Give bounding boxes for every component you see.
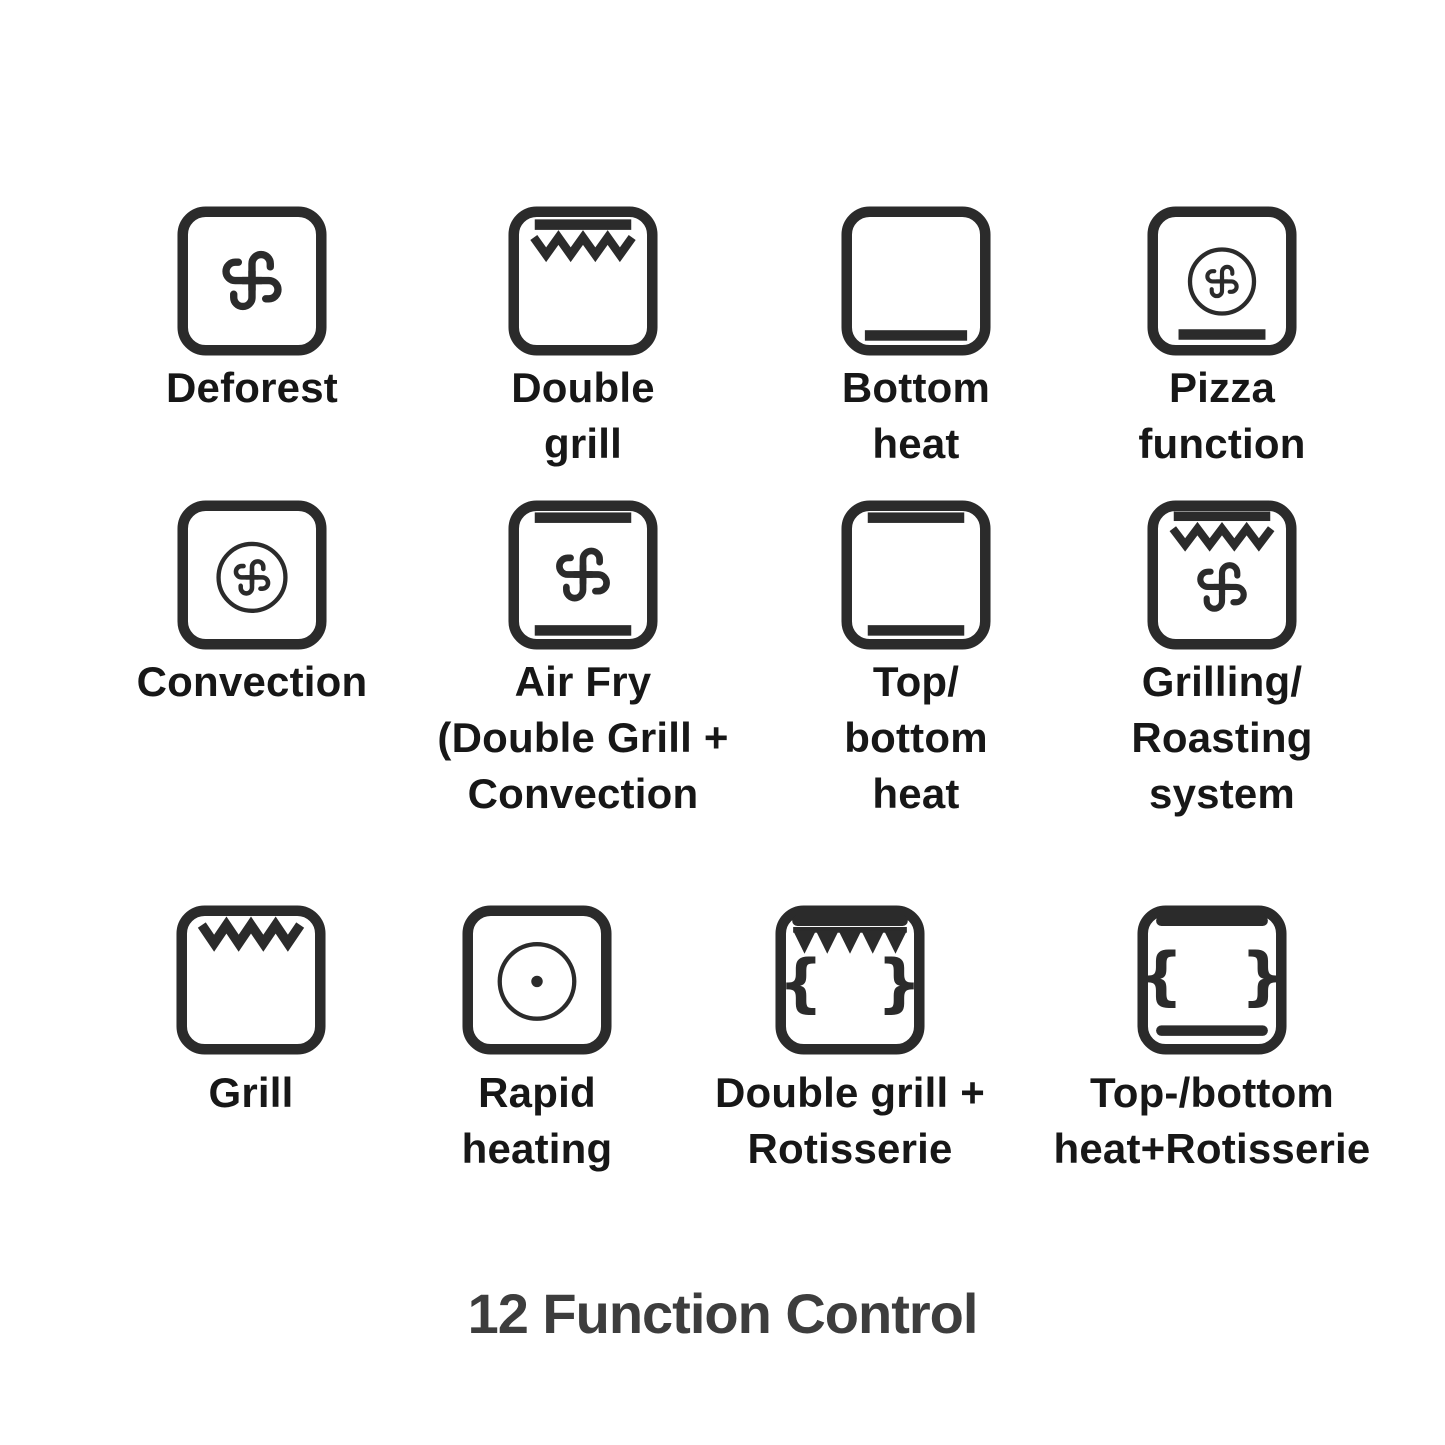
grill-icon [176,905,326,1055]
function-cell: {} Double grill + Rotisserie [670,905,1030,1177]
function-cell: Top/ bottom heat [736,500,1096,822]
function-cell: {} Top-/bottom heat+Rotisserie [1032,905,1392,1177]
svg-text:{: { [778,945,823,1019]
double-grill-rotisserie-icon: {} [775,905,925,1055]
function-cell: Grill [71,905,431,1121]
svg-text:}: } [877,945,922,1019]
bottom-heat-icon [841,206,991,356]
function-label: Air Fry (Double Grill + Convection [437,658,729,817]
function-label: Pizza function [1138,364,1306,467]
function-label: Grilling/ Roasting system [1131,658,1313,817]
function-label: Rapid heating [461,1069,613,1172]
top-bottom-heat-icon [841,500,991,650]
rapid-heating-icon [462,905,612,1055]
function-label: Top-/bottom heat+Rotisserie [1053,1069,1371,1172]
function-cell: Deforest [72,206,432,416]
page-title: 12 Function Control [467,1282,979,1345]
function-label: Grill [208,1069,294,1116]
function-label: Deforest [166,364,338,411]
pizza-function-icon [1147,206,1297,356]
function-label: Bottom heat [841,364,991,467]
svg-text:}: } [1241,939,1286,1013]
function-cell: Rapid heating [357,905,717,1177]
svg-text:{: { [1138,939,1183,1013]
function-cell: Pizza function [1042,206,1402,472]
function-label: Double grill [511,364,655,467]
function-cell: Air Fry (Double Grill + Convection [403,500,763,822]
grilling-roasting-icon [1147,500,1297,650]
function-label: Convection [136,658,368,705]
function-label: Top/ bottom heat [844,658,988,817]
double-grill-icon [508,206,658,356]
top-bottom-rotisserie-icon: {} [1137,905,1287,1055]
air-fry-icon [508,500,658,650]
convection-icon [177,500,327,650]
function-cell: Bottom heat [736,206,1096,472]
function-cell: Grilling/ Roasting system [1042,500,1402,822]
function-cell: Double grill [403,206,763,472]
function-label: Double grill + Rotisserie [715,1069,985,1172]
defrost-fan-icon [177,206,327,356]
function-cell: Convection [72,500,432,710]
